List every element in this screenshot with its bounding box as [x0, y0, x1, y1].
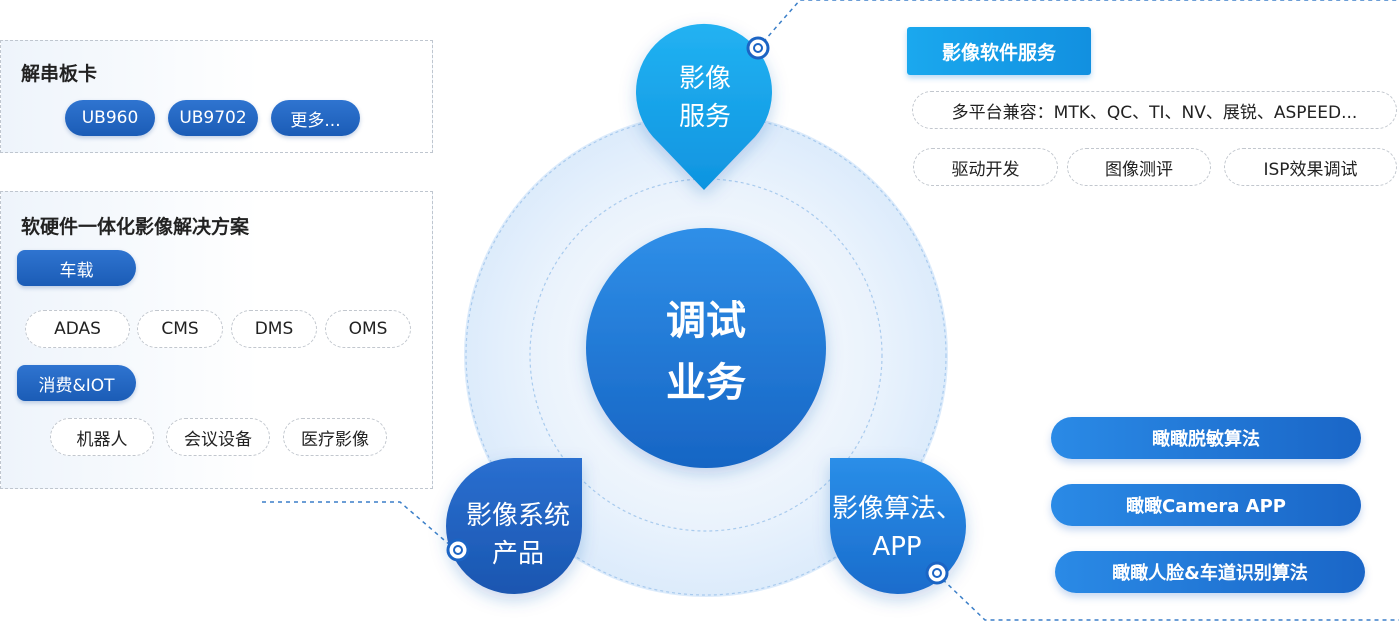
chip-more[interactable]: 更多... [271, 100, 360, 136]
item-multi-platform[interactable]: 多平台兼容：MTK、QC、TI、NV、展锐、ASPEED... [912, 91, 1397, 129]
banner-imaging-software-services: 影像软件服务 [907, 27, 1091, 75]
node-top-line-2: 服务 [678, 102, 731, 132]
node-left-line-2: 产品 [491, 539, 544, 569]
item-isp-tuning[interactable]: ISP效果调试 [1224, 148, 1397, 186]
chip-ub9702[interactable]: UB9702 [168, 100, 258, 136]
ring-icon-top [746, 36, 770, 60]
item-image-evaluation[interactable]: 图像测评 [1067, 148, 1211, 186]
item-robot[interactable]: 机器人 [50, 418, 154, 456]
core-circle [586, 228, 826, 468]
item-dms[interactable]: DMS [231, 310, 317, 348]
item-conference-device[interactable]: 会议设备 [166, 418, 270, 456]
connector-right [936, 573, 1399, 621]
node-top-label: 影像 服务 [650, 60, 760, 136]
category-consumer-iot[interactable]: 消费&IOT [17, 365, 136, 401]
node-left-label: 影像系统 产品 [450, 497, 586, 573]
item-desensitization-algorithm[interactable]: 瞰瞰脱敏算法 [1051, 417, 1361, 459]
item-camera-app[interactable]: 瞰瞰Camera APP [1051, 484, 1361, 526]
category-vehicle[interactable]: 车载 [17, 250, 136, 286]
node-top-line-1: 影像 [678, 64, 731, 94]
center-line-1: 调试 [666, 298, 746, 344]
connector-left [262, 501, 459, 553]
panel-title-solutions: 软硬件一体化影像解决方案 [21, 216, 250, 238]
item-adas[interactable]: ADAS [25, 310, 130, 348]
panel-title-deserializer: 解串板卡 [21, 63, 98, 85]
item-driver-development[interactable]: 驱动开发 [913, 148, 1058, 186]
ring-icon-right [925, 561, 949, 585]
chip-ub960[interactable]: UB960 [65, 100, 155, 136]
item-cms[interactable]: CMS [137, 310, 223, 348]
node-right-line-2: APP [872, 532, 922, 562]
ring-icon-left [446, 538, 470, 562]
panel-deserializer-boards: 解串板卡 UB960 UB9702 更多... [0, 40, 433, 153]
item-face-lane-recognition[interactable]: 瞰瞰人脸&车道识别算法 [1055, 551, 1365, 593]
center-line-2: 业务 [666, 360, 746, 406]
drop-top-shape [636, 23, 772, 191]
node-left-line-1: 影像系统 [465, 501, 570, 531]
node-right-line-1: 影像算法、 [831, 494, 962, 524]
drop-right-shape [829, 458, 966, 594]
drop-left-shape [446, 458, 583, 594]
panel-integrated-solutions: 软硬件一体化影像解决方案 车载 ADAS CMS DMS OMS 消费&IOT … [0, 191, 433, 489]
center-label: 调试 业务 [586, 290, 826, 414]
item-medical-imaging[interactable]: 医疗影像 [283, 418, 387, 456]
item-oms[interactable]: OMS [325, 310, 411, 348]
node-right-label: 影像算法、 APP [826, 490, 968, 566]
